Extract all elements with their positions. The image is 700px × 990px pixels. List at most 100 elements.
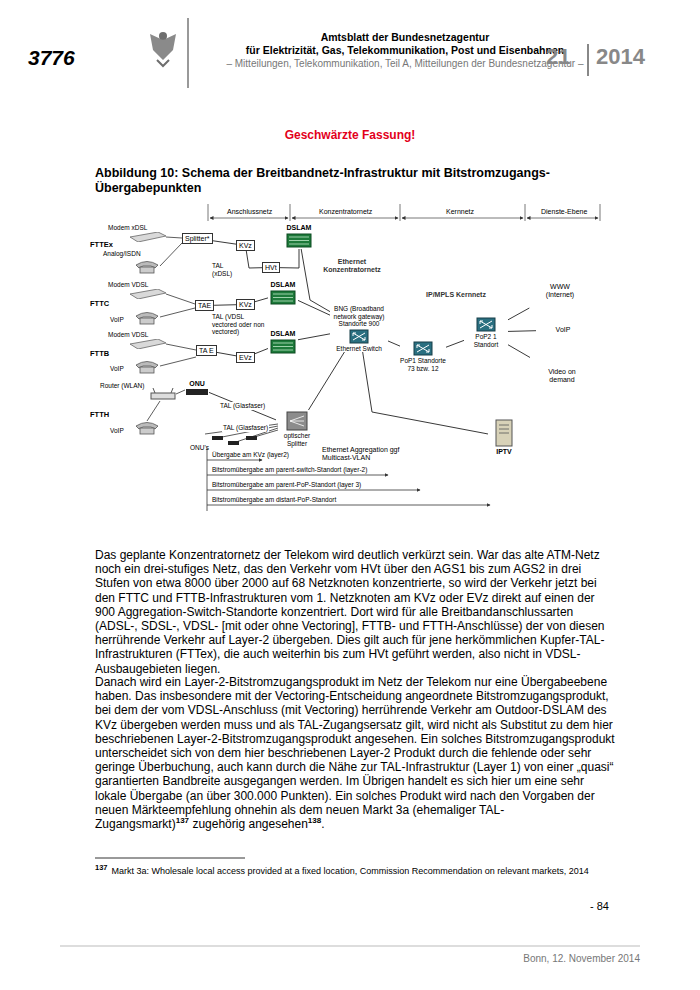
- eagle-emblem: [150, 32, 176, 66]
- node-label: DSLAM: [268, 281, 298, 289]
- onu-device: [186, 389, 208, 395]
- node-label: IPTV: [488, 448, 520, 456]
- onu-devices: [205, 424, 278, 445]
- column-brackets: [400, 204, 401, 221]
- server-icon: [495, 419, 513, 447]
- date-line: Bonn, 12. November 2014: [440, 953, 640, 964]
- network-link: [280, 249, 299, 268]
- column-heading: Konzentratornetz: [318, 207, 373, 216]
- device-wires: [160, 357, 196, 366]
- server-part: [499, 433, 509, 434]
- cloud-label: VoIP: [536, 316, 590, 344]
- device-wires: [176, 390, 185, 394]
- dslam-icon: [270, 290, 296, 305]
- optical-splitter: optischer Splitter: [276, 410, 318, 447]
- socket-box: TA E: [196, 345, 217, 356]
- footnote-block: 137Markt 3a: Wholesale local access prov…: [95, 866, 615, 877]
- cloud-label: Video on demand: [530, 354, 594, 398]
- handover-arrows: [207, 475, 388, 476]
- column-brackets: [600, 204, 601, 221]
- column-brackets: [527, 218, 598, 219]
- device-label: Modem VDSL: [108, 281, 148, 289]
- dslam-part: [273, 294, 293, 295]
- cloud-shape: [384, 287, 534, 399]
- network-link: [388, 341, 400, 346]
- network-link: [446, 340, 464, 347]
- column-brackets: [208, 204, 209, 221]
- onu-devices: [205, 424, 278, 434]
- customer-devices: [130, 339, 166, 349]
- dslam-part: [273, 301, 293, 302]
- customer-devices: [136, 362, 158, 374]
- switch-part: [353, 333, 365, 340]
- eagle-emblem: [157, 60, 169, 66]
- service-cloud: Video on demand: [530, 354, 594, 398]
- handover-arrows: [207, 460, 262, 461]
- handover-label: Bitstromübergabe am distant-PoP-Standort: [212, 496, 336, 504]
- column-brackets: [290, 204, 291, 221]
- network-link: [255, 348, 268, 353]
- customer-devices: [130, 289, 166, 299]
- dslam-part: [273, 297, 293, 298]
- network-link: [213, 241, 236, 244]
- node-label: Splitter*: [185, 234, 210, 243]
- device-label: VoIP: [110, 316, 124, 324]
- node-label: TA E: [199, 346, 214, 355]
- iptv-server: IPTV: [488, 418, 520, 456]
- device-label: Modem xDSL: [108, 224, 147, 232]
- line-label: TAL (Glasfaser): [222, 424, 269, 432]
- footnote-ref: 137: [176, 816, 189, 825]
- router-part: [414, 342, 432, 355]
- handover-arrows: [207, 490, 420, 491]
- dslam-part: [287, 234, 311, 247]
- node-label: EVz: [239, 353, 252, 362]
- footer-rule: [60, 946, 640, 947]
- line-label: TAL (VDSL vectored oder non vectored): [212, 313, 266, 336]
- server-part: [499, 429, 509, 430]
- node-label: optischer Splitter: [276, 432, 318, 447]
- dslam-icon: [270, 339, 296, 354]
- router-part: [477, 318, 495, 331]
- switch-part: [350, 330, 368, 343]
- dslam-part: [289, 240, 309, 241]
- column-heading: Kernnetz: [445, 207, 475, 216]
- dslam-part: [273, 343, 293, 344]
- access-type: FTTB: [90, 349, 109, 358]
- onu-devices: [228, 441, 239, 445]
- network-link: [508, 330, 536, 332]
- handover-arrows: [207, 448, 208, 511]
- column-brackets: [210, 218, 288, 219]
- device-label: Modem VDSL: [108, 331, 148, 339]
- section-line: – Mitteilungen, Telekommunikation, Teil …: [205, 58, 605, 70]
- cloud-label: Ethernet Konzentratornetz: [318, 258, 386, 274]
- paragraph: zugehörig angesehen: [192, 817, 307, 831]
- building-box: EVz: [236, 352, 255, 363]
- header-rule: [587, 44, 589, 76]
- paragraph: Danach wird ein Layer-2-Bitstromzugangsp…: [95, 675, 615, 831]
- network-link: [217, 352, 236, 355]
- dslam-node: DSLAM: [284, 224, 314, 249]
- osplit-part: [290, 416, 304, 426]
- footnote-text: Markt 3a: Wholesale local access provide…: [112, 866, 589, 876]
- node-label: BNG (Broadband network gateway) Standort…: [330, 305, 388, 328]
- dslam-part: [289, 244, 309, 245]
- node-label: HVt: [265, 263, 277, 272]
- column-heading: Anschlussnetz: [226, 207, 273, 216]
- server-part: [499, 425, 509, 426]
- figure-title: Abbildung 10: Schema der Breitbandnetz-I…: [95, 166, 615, 196]
- handover-arrows: [207, 505, 490, 506]
- core-cloud: PoP1 Standorte 73 bzw. 12PoP2 1 Standort…: [376, 284, 536, 402]
- handover-label: Bitstromübergabe am parent-switch-Stando…: [212, 466, 367, 474]
- node-label: Ethernet Switch: [330, 345, 388, 353]
- onu-devices: [246, 436, 257, 440]
- cloud-label: IP/MPLS Kernnetz: [424, 291, 488, 299]
- column-brackets: [402, 218, 523, 219]
- splitter-box: Splitter*: [182, 233, 213, 244]
- dslam-part: [271, 291, 295, 304]
- network-link: [298, 334, 330, 340]
- dslam-icon: [286, 233, 312, 248]
- cabinet-box: KVz: [236, 299, 255, 310]
- column-brackets: [208, 204, 600, 221]
- footnote-rule: [95, 858, 245, 859]
